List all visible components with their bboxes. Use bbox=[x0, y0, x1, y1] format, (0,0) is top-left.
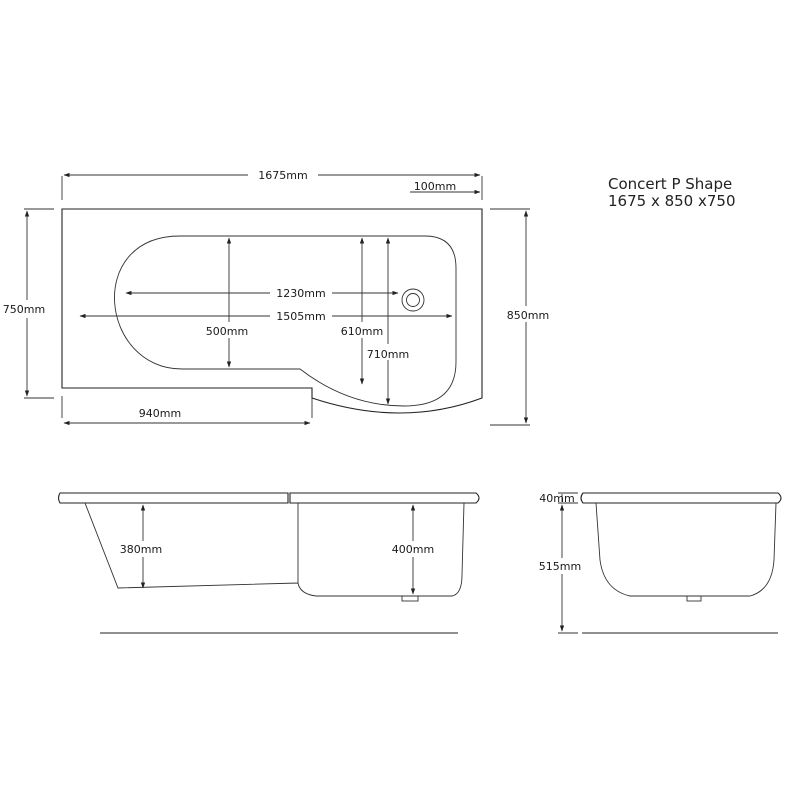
plan-drain bbox=[401, 288, 425, 312]
dim-right-width: 850mm bbox=[507, 309, 549, 322]
dim-inner-length: 1505mm bbox=[276, 310, 325, 323]
dim-right-depth: 400mm bbox=[392, 543, 434, 556]
title-line-2: 1675 x 850 x750 bbox=[608, 192, 736, 210]
plan-inner-bowl bbox=[114, 235, 457, 407]
side-view: 380mm 400mm bbox=[57, 492, 480, 634]
dim-wide-inner-width: 610mm bbox=[341, 325, 383, 338]
dim-curved-inner-width: 710mm bbox=[367, 348, 409, 361]
dim-straight-section: 940mm bbox=[139, 407, 181, 420]
side-rim-left bbox=[57, 492, 289, 504]
dim-inner-straight: 1230mm bbox=[276, 287, 325, 300]
end-rim bbox=[580, 492, 782, 504]
dim-overall-length: 1675mm bbox=[258, 169, 307, 182]
title-line-1: Concert P Shape bbox=[608, 175, 732, 193]
dim-left-width: 750mm bbox=[3, 303, 45, 316]
end-view: 40mm 515mm bbox=[539, 492, 782, 634]
dim-body-height: 515mm bbox=[539, 560, 581, 573]
side-rim-right bbox=[289, 492, 480, 504]
plan-view: 1675mm 100mm 750mm 850mm 1230mm 1505mm 5… bbox=[3, 169, 549, 426]
side-body bbox=[84, 502, 465, 597]
plan-drain-inner bbox=[406, 293, 420, 307]
plan-outer-outline bbox=[61, 208, 483, 414]
end-waste bbox=[686, 595, 702, 602]
end-body bbox=[595, 502, 777, 597]
side-waste bbox=[401, 595, 419, 602]
dim-deck-step: 100mm bbox=[414, 180, 456, 193]
dim-left-depth: 380mm bbox=[120, 543, 162, 556]
dim-rim-thickness: 40mm bbox=[539, 492, 574, 505]
dim-narrow-inner-width: 500mm bbox=[206, 325, 248, 338]
